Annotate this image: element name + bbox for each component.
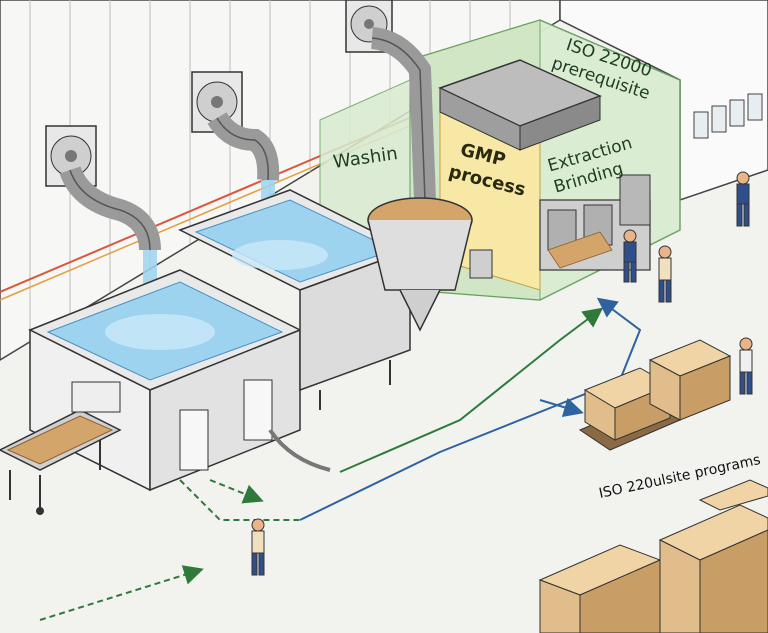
washing-tank (178, 189, 412, 410)
worker (739, 337, 753, 395)
box-pallet (578, 339, 732, 451)
floor-pipe (268, 428, 331, 472)
box-stack (538, 479, 768, 633)
air-duct (59, 27, 436, 251)
worker (658, 245, 672, 303)
window-row (693, 93, 763, 139)
worker (736, 171, 750, 227)
conveyor-belt (0, 381, 122, 515)
wall-fan-icon (345, 0, 393, 53)
worker (251, 518, 265, 576)
worker (623, 229, 637, 283)
grain-hopper (367, 197, 493, 332)
